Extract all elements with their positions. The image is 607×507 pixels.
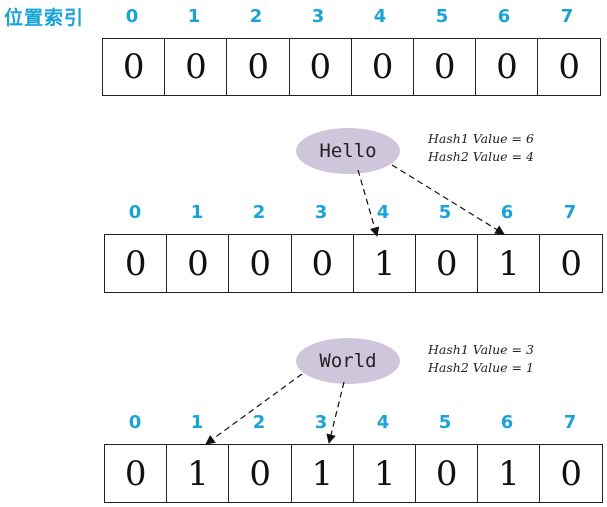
index-label-0: 0 — [128, 412, 142, 433]
index-label-0: 0 — [125, 6, 139, 27]
bit-cell-4: 0 — [350, 38, 415, 96]
index-label-6: 6 — [500, 202, 514, 223]
index-label-4: 4 — [376, 202, 390, 223]
hello-hash2-value: Hash2 Value = 4 — [428, 149, 534, 164]
bit-cell-6: 1 — [477, 234, 541, 293]
index-label-2: 2 — [249, 6, 263, 27]
index-label-6: 6 — [500, 412, 514, 433]
bit-cell-7: 0 — [539, 234, 603, 293]
bit-cell-0: 0 — [104, 444, 168, 503]
index-label-3: 3 — [314, 412, 328, 433]
index-label-2: 2 — [252, 202, 266, 223]
element-hello-label: Hello — [319, 140, 377, 162]
element-hello-ellipse: Hello — [296, 128, 400, 174]
bit-cell-5: 0 — [415, 444, 479, 503]
index-label-1: 1 — [190, 412, 204, 433]
hello-arrow-to-6 — [391, 164, 505, 235]
bit-cell-5: 0 — [413, 38, 477, 96]
world-arrow-to-1 — [205, 373, 303, 445]
world-hash2-value: Hash2 Value = 1 — [428, 360, 534, 375]
bit-cell-0: 0 — [102, 38, 166, 96]
world-hash-values: Hash1 Value = 3 Hash2 Value = 1 — [428, 341, 534, 377]
index-label-2: 2 — [252, 412, 266, 433]
bit-cell-2: 0 — [228, 234, 292, 293]
bit-cell-7: 0 — [537, 38, 601, 96]
world-hash1-value: Hash1 Value = 3 — [428, 342, 534, 357]
index-label-7: 7 — [563, 202, 577, 223]
bit-cell-1: 0 — [166, 234, 230, 293]
bit-cell-3: 0 — [290, 234, 355, 293]
index-label-4: 4 — [376, 412, 390, 433]
index-label-1: 1 — [187, 6, 201, 27]
index-label-1: 1 — [190, 202, 204, 223]
element-world-label: World — [319, 350, 377, 372]
bit-cell-6: 1 — [477, 444, 541, 503]
hello-arrow-to-4 — [357, 169, 380, 237]
bit-cell-3: 0 — [288, 38, 353, 96]
index-label-7: 7 — [563, 412, 577, 433]
index-title: 位置索引 — [4, 7, 85, 29]
index-label-3: 3 — [314, 202, 328, 223]
bit-cell-5: 0 — [415, 234, 479, 293]
index-label-4: 4 — [373, 6, 387, 27]
bit-cell-3: 1 — [290, 444, 355, 503]
hello-hash-values: Hash1 Value = 6 Hash2 Value = 4 — [428, 130, 534, 166]
index-label-6: 6 — [497, 6, 511, 27]
bit-cell-0: 0 — [104, 234, 168, 293]
element-world-ellipse: World — [296, 338, 400, 384]
index-label-5: 5 — [438, 202, 452, 223]
index-label-3: 3 — [311, 6, 325, 27]
bit-cell-4: 1 — [352, 444, 417, 503]
index-label-7: 7 — [560, 6, 574, 27]
hello-hash1-value: Hash1 Value = 6 — [428, 131, 534, 146]
index-label-0: 0 — [128, 202, 142, 223]
bit-cell-6: 0 — [475, 38, 539, 96]
index-label-5: 5 — [438, 412, 452, 433]
index-label-5: 5 — [435, 6, 449, 27]
bit-cell-7: 0 — [539, 444, 603, 503]
world-arrow-to-3 — [326, 381, 345, 444]
